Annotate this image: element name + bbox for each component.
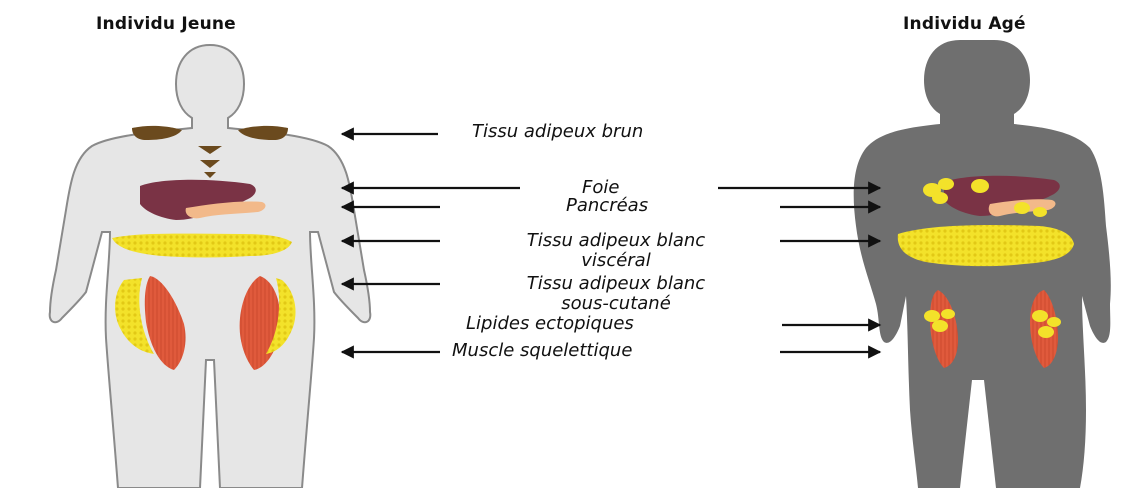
young-body-silhouette [50, 45, 371, 488]
label-brown-fat: Tissu adipeux brun [472, 122, 643, 142]
old-muscle-lipid-4 [1032, 310, 1048, 322]
old-muscle-lipid-6 [1038, 326, 1054, 338]
label-subcutaneous-fat-line2: sous-cutané [456, 294, 776, 314]
old-muscle-lipid-3 [932, 320, 948, 332]
title-young: Individu Jeune [96, 14, 236, 34]
old-liver-fat-4 [971, 179, 989, 193]
old-muscle-lipid-1 [924, 310, 940, 322]
old-muscle-lipid-2 [941, 309, 955, 319]
label-subcutaneous-fat: Tissu adipeux blanc sous-cutané [456, 274, 776, 314]
label-ectopic-lipids: Lipides ectopiques [466, 314, 634, 334]
old-liver-fat-6 [1033, 207, 1047, 217]
title-old: Individu Agé [903, 14, 1026, 34]
old-liver-fat-5 [1014, 202, 1030, 214]
label-subcutaneous-fat-line1: Tissu adipeux blanc [456, 274, 776, 294]
old-liver-fat-3 [932, 192, 948, 204]
label-visceral-fat-line1: Tissu adipeux blanc [456, 231, 776, 251]
label-visceral-fat-line2: viscéral [456, 251, 776, 271]
old-muscle-lipid-5 [1047, 317, 1061, 327]
label-visceral-fat: Tissu adipeux blanc viscéral [456, 231, 776, 271]
label-pancreas: Pancréas [566, 196, 648, 216]
old-liver-fat-2 [938, 178, 954, 190]
old-body-figure [854, 40, 1111, 488]
old-visceral-fat [898, 225, 1074, 266]
young-body-figure [50, 45, 371, 488]
label-skeletal-muscle: Muscle squelettique [452, 341, 632, 361]
